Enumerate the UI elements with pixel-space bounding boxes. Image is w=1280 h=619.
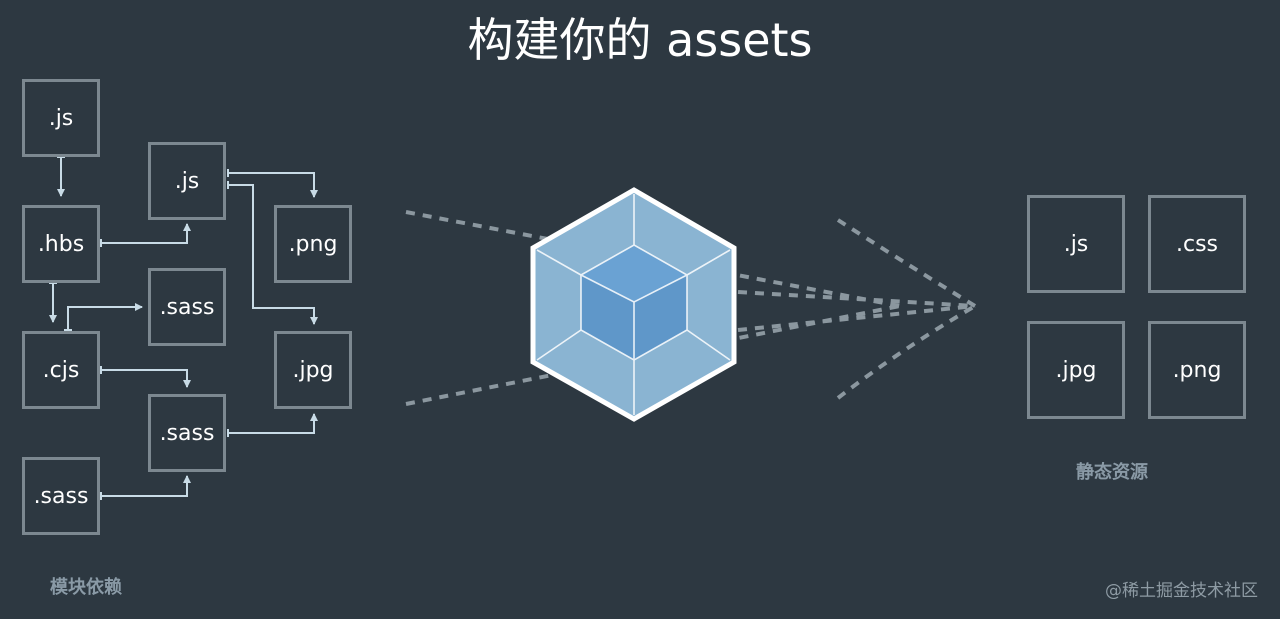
- asset-label: .png: [1172, 357, 1222, 383]
- asset-png: .png: [1148, 321, 1246, 419]
- arrow-cjs-to-sass-mid: [101, 369, 191, 388]
- module-label: .cjs: [42, 357, 80, 383]
- module-sass-mid: .sass: [148, 394, 226, 472]
- output-fan-top: [836, 218, 977, 308]
- module-cjs: .cjs: [22, 331, 100, 409]
- arrow-sass-low-to-sass-mid: [101, 475, 191, 497]
- module-label: .sass: [159, 294, 215, 320]
- output-flow-upper: [737, 290, 976, 308]
- module-label: .png: [288, 231, 338, 257]
- module-png: .png: [274, 205, 352, 283]
- module-label: .js: [48, 105, 74, 131]
- arrow-js-to-png: [228, 172, 318, 198]
- asset-jpg: .jpg: [1027, 321, 1125, 419]
- asset-label: .jpg: [1055, 357, 1097, 383]
- output-fan-bottom: [836, 304, 977, 400]
- asset-js: .js: [1027, 195, 1125, 293]
- arrow-hbs-to-js: [101, 223, 191, 244]
- module-label: .sass: [33, 483, 89, 509]
- arrow-js-to-jpg: [228, 184, 318, 325]
- module-label: .jpg: [292, 357, 334, 383]
- watermark: @稀土掘金技术社区: [1105, 581, 1258, 601]
- module-jpg: .jpg: [274, 331, 352, 409]
- title-latin: assets: [666, 13, 813, 67]
- static-assets-caption: 静态资源: [1076, 462, 1148, 483]
- modules-caption: 模块依赖: [50, 577, 122, 598]
- arrow-sass-mid-to-jpg: [228, 413, 318, 434]
- module-label: .js: [174, 168, 200, 194]
- module-label: .sass: [159, 420, 215, 446]
- output-flow-lower: [737, 304, 976, 332]
- title-chinese: 构建你的: [467, 13, 652, 67]
- asset-css: .css: [1148, 195, 1246, 293]
- module-hbs: .hbs: [22, 205, 100, 283]
- asset-label: .css: [1175, 231, 1218, 257]
- page-title: 构建你的 assets: [0, 10, 1280, 70]
- module-sass-left: .sass: [148, 268, 226, 346]
- module-js-top: .js: [22, 79, 100, 157]
- webpack-cube-logo: [530, 187, 737, 422]
- module-sass-low: .sass: [22, 457, 100, 535]
- module-js-mid: .js: [148, 142, 226, 220]
- arrow-cjs-to-sass: [67, 303, 143, 330]
- asset-label: .js: [1063, 231, 1089, 257]
- module-label: .hbs: [37, 231, 85, 257]
